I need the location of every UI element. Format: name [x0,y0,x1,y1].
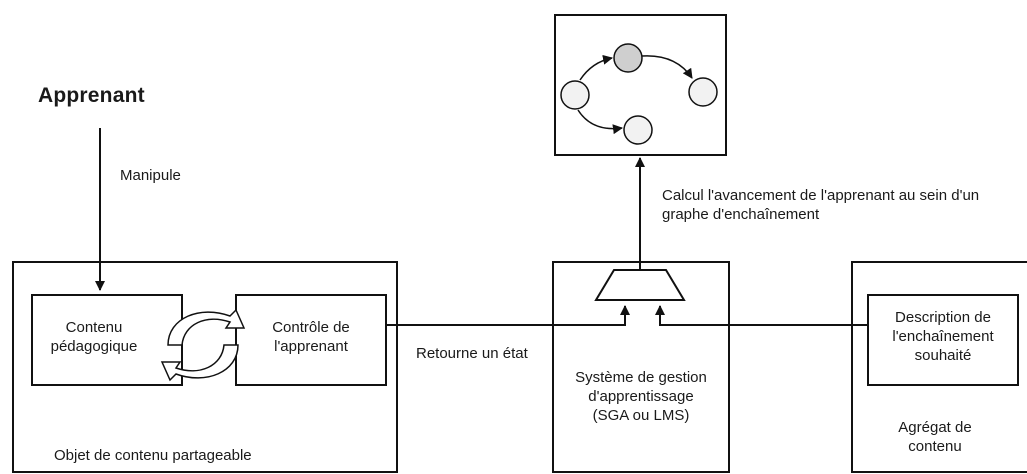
control-label: Contrôle de l'apprenant [272,319,350,355]
sco-caption: Objet de contenu partageable [54,447,252,464]
graph-node-left [560,80,590,110]
cycle-arrow-bottom [160,344,239,382]
graph-edge-left-bottom [577,109,623,135]
content-box [31,294,183,386]
lms-box [552,261,730,473]
description-box [867,294,1019,386]
graph-node-top [613,43,643,73]
cycle-arrow-top [167,308,246,346]
graph-node-right [688,77,718,107]
manipulate-label: Manipule [120,167,181,184]
aggregate-caption: Agrégat de contenu [898,419,972,455]
calc-label: Calcul l'avancement de l'apprenant au se… [662,187,980,223]
lms-merge-symbol [594,269,686,301]
return-label: Retourne un état [416,345,528,362]
control-box [235,294,387,386]
lms-label: Système de gestion d'apprentissage (SGA … [575,369,707,424]
learner-label: Apprenant [38,84,145,107]
arrow-description-to-lms [655,305,868,326]
arrow-control-to-lms [386,305,630,326]
sco-box [12,261,398,473]
aggregate-box [851,261,1027,473]
graph-edge-top-right [641,55,693,79]
graph-node-bottom [623,115,653,145]
graph-edge-left-top [579,54,613,81]
content-label: Contenu pédagogique [50,319,138,355]
description-label: Description de l'enchaînement souhaité [892,309,994,364]
